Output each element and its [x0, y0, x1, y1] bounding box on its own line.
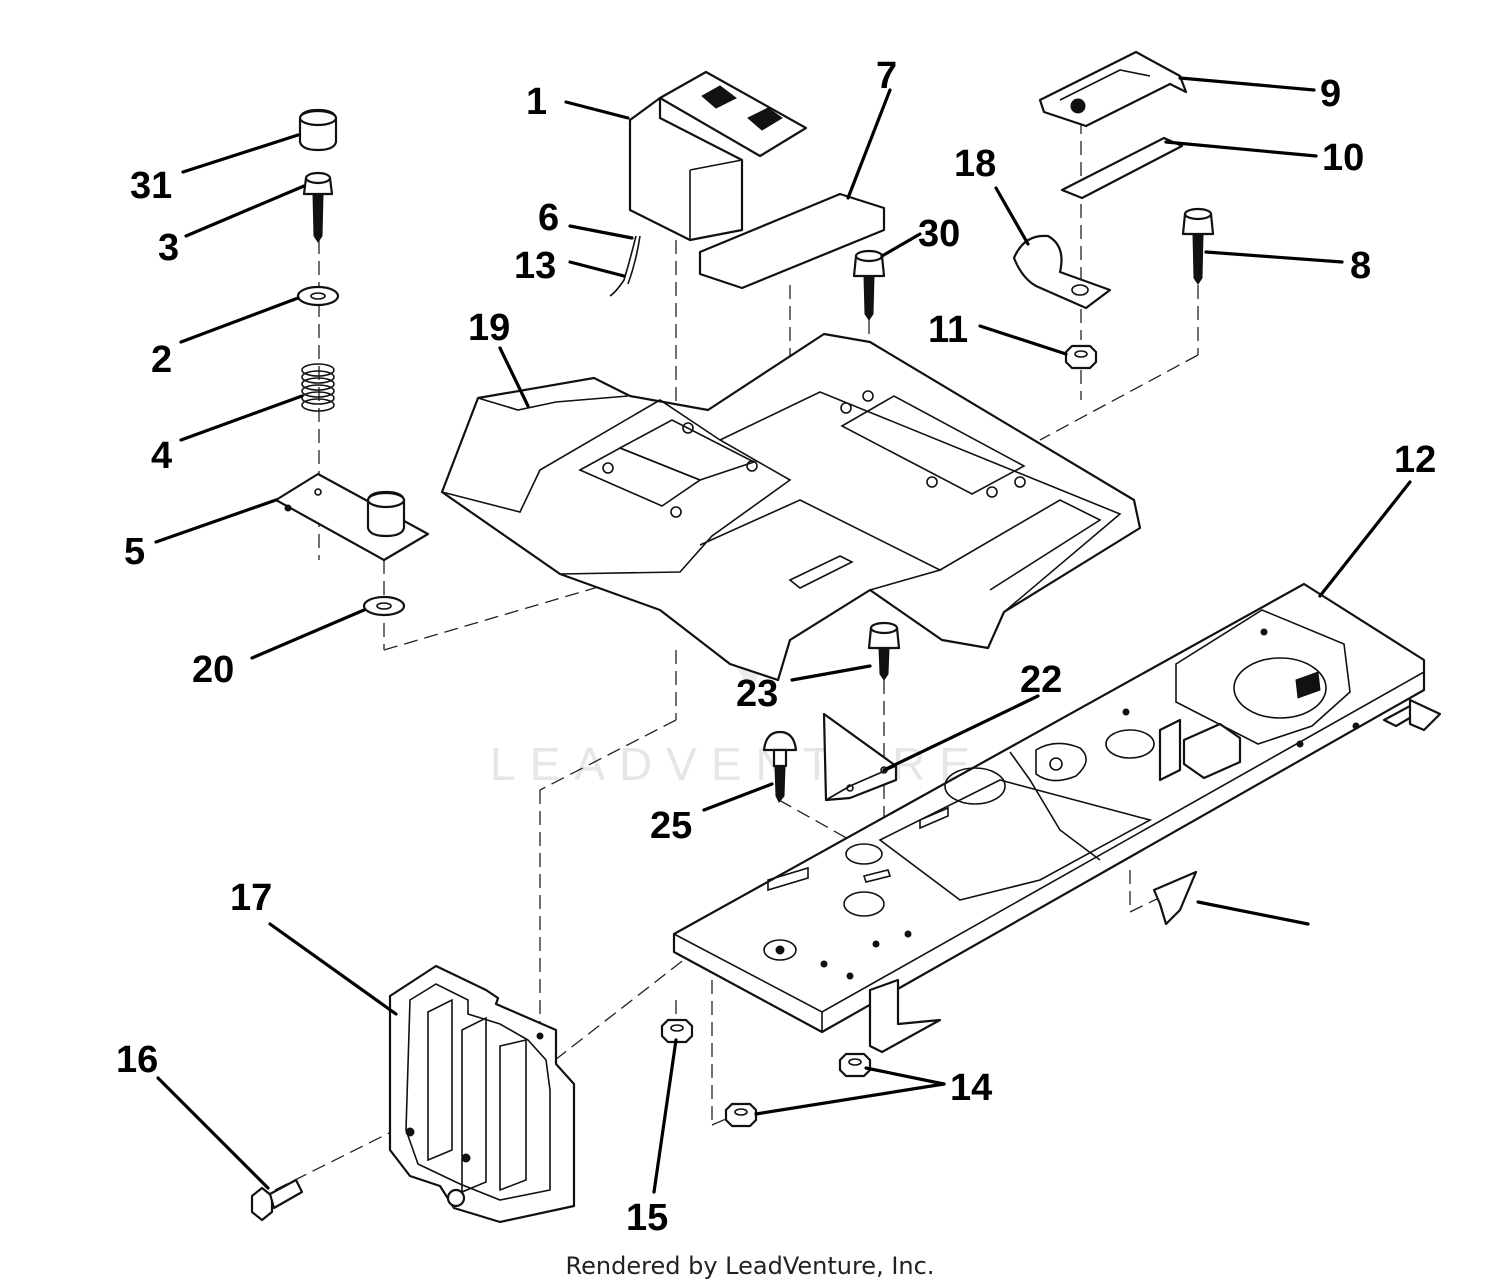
callout-8: 8	[1350, 245, 1371, 287]
callout-7: 7	[876, 55, 897, 97]
callout-4: 4	[151, 435, 172, 477]
callout-9: 9	[1320, 73, 1341, 115]
callout-19: 19	[468, 307, 510, 349]
part-9-stop	[1038, 50, 1188, 128]
callout-17: 17	[230, 877, 272, 919]
part-6-13-wire	[609, 235, 641, 297]
callout-18: 18	[954, 143, 996, 185]
part-21-bracket	[822, 712, 898, 802]
callout-14: 14	[950, 1067, 992, 1109]
part-7-decal	[698, 192, 886, 290]
callout-3: 3	[158, 227, 179, 269]
part-31-pad	[1152, 870, 1198, 926]
part-18-clamp	[1012, 234, 1112, 310]
callout-2: 2	[151, 339, 172, 381]
callout-22: 23	[736, 673, 778, 715]
part-16-bolt	[250, 1178, 304, 1222]
part-10-plate	[1060, 136, 1184, 200]
callout-15: 15	[626, 1197, 668, 1239]
part-8-bolt	[1181, 207, 1215, 285]
callout-30: 31	[130, 165, 172, 207]
part-1-switch	[628, 70, 808, 242]
part-2-washer	[296, 285, 340, 307]
callout-13: 13	[514, 245, 556, 287]
part-20-washer	[362, 595, 406, 617]
leader-lines	[154, 76, 1412, 1194]
part-22-bolt	[867, 621, 901, 681]
watermark-text: LEADVENTURE	[490, 738, 984, 790]
callout-16: 16	[116, 1039, 158, 1081]
part-4-spring	[301, 363, 335, 412]
footer-credit: Rendered by LeadVenture, Inc.	[565, 1252, 935, 1280]
part-19-body	[440, 332, 1142, 682]
callout-1: 1	[526, 81, 547, 123]
callout-20: 20	[192, 649, 234, 691]
part-3-bolt	[302, 171, 334, 243]
part-12-frame	[672, 582, 1442, 1054]
part-14-nuts	[724, 1052, 872, 1128]
callout-23: 25	[650, 805, 692, 847]
part-5-bracket	[274, 472, 430, 562]
part-15-nut	[660, 1018, 694, 1044]
callout-12: 12	[1394, 439, 1436, 481]
callout-11: 11	[928, 309, 968, 351]
callout-21: 22	[1020, 659, 1062, 701]
part-25-bolt	[852, 249, 886, 321]
callout-25: 30	[918, 213, 960, 255]
callout-5: 5	[124, 531, 145, 573]
part-23-bolt	[762, 730, 798, 803]
callout-10: 10	[1322, 137, 1364, 179]
part-11-nut	[1064, 344, 1098, 370]
callout-labels: 31 3 2 4 5 20 1 6 13 7 19 30 18 11 9 10 …	[116, 55, 1436, 1239]
part-17-plate	[388, 964, 576, 1224]
part-30-cap	[298, 108, 338, 152]
callout-6: 6	[538, 197, 559, 239]
